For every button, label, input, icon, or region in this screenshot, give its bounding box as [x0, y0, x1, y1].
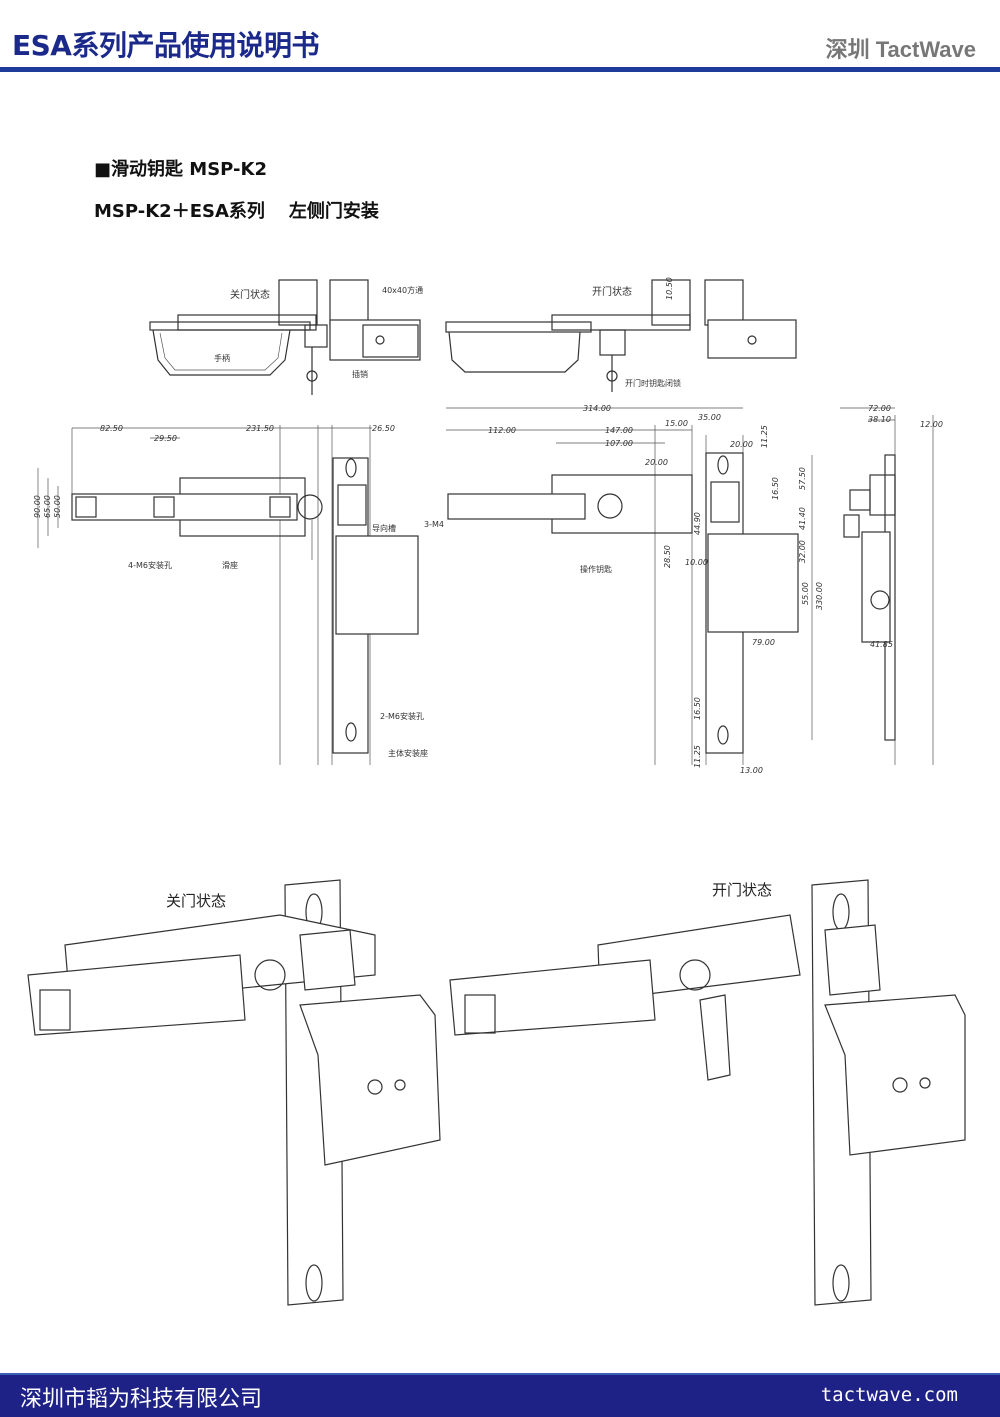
- svg-text:231.50: 231.50: [246, 424, 274, 433]
- handle-label: 手柄: [214, 353, 230, 363]
- svg-text:16.50: 16.50: [693, 697, 702, 720]
- svg-text:滑座: 滑座: [222, 560, 238, 570]
- svg-text:主体安装座: 主体安装座: [388, 748, 428, 758]
- svg-text:29.50: 29.50: [154, 434, 177, 443]
- svg-text:57.50: 57.50: [798, 467, 807, 490]
- svg-text:20.00: 20.00: [730, 440, 753, 449]
- svg-text:35.00: 35.00: [698, 413, 721, 422]
- section-heading: MSP-K2＋ESA系列左侧门安装: [94, 201, 379, 222]
- key-lock-label: 开门时钥匙闭锁: [625, 378, 681, 388]
- svg-text:72.00: 72.00: [868, 404, 891, 413]
- section-subtitle: ■滑动钥匙 MSP-K2: [94, 159, 267, 180]
- brand-name: 深圳 TactWave: [825, 37, 976, 62]
- svg-text:11.25: 11.25: [693, 745, 702, 768]
- pin-label: 插销: [352, 369, 368, 379]
- svg-text:107.00: 107.00: [605, 439, 633, 448]
- svg-text:32.00: 32.00: [798, 540, 807, 563]
- header-divider: [0, 67, 1000, 72]
- svg-text:55.00: 55.00: [801, 582, 810, 605]
- svg-text:20.00: 20.00: [645, 458, 668, 467]
- svg-text:16.50: 16.50: [771, 477, 780, 500]
- svg-text:82.50: 82.50: [100, 424, 123, 433]
- iso-closed-label: 关门状态: [166, 892, 226, 910]
- iso-view-open: 开门状态: [449, 879, 966, 1306]
- svg-text:10.00: 10.00: [685, 558, 708, 567]
- bullet-icon: ■: [94, 159, 112, 180]
- svg-text:导向槽: 导向槽: [372, 523, 396, 533]
- side-view: 72.00 38.10 12.00 41.85: [840, 404, 943, 765]
- svg-text:147.00: 147.00: [605, 426, 633, 435]
- document-title: ESA系列产品使用说明书: [12, 29, 319, 62]
- svg-text:38.10: 38.10: [868, 415, 891, 424]
- svg-text:44.90: 44.90: [693, 512, 702, 535]
- svg-text:13.00: 13.00: [740, 766, 763, 775]
- top-view-open: 开门状态 10.50 开门时钥匙闭锁: [445, 277, 797, 392]
- footer-bar: 深圳市韬为科技有限公司 tactwave.com: [0, 1373, 1000, 1417]
- svg-text:90.00: 90.00: [33, 495, 42, 518]
- svg-text:65.00: 65.00: [43, 495, 52, 518]
- iso-open-label: 开门状态: [712, 881, 772, 899]
- company-name: 深圳市韬为科技有限公司: [20, 1387, 263, 1412]
- svg-text:26.50: 26.50: [372, 424, 395, 433]
- svg-text:3-M4: 3-M4: [424, 520, 444, 529]
- website-link[interactable]: tactwave.com: [820, 1384, 958, 1406]
- svg-text:10.50: 10.50: [665, 277, 674, 300]
- svg-text:28.50: 28.50: [663, 545, 672, 568]
- top-view-closed: 关门状态 40x40方通 手柄 插销: [149, 279, 423, 395]
- svg-text:2-M6安装孔: 2-M6安装孔: [380, 711, 424, 721]
- svg-text:15.00: 15.00: [665, 419, 688, 428]
- tube-label: 40x40方通: [382, 285, 423, 295]
- svg-text:314.00: 314.00: [583, 404, 611, 413]
- svg-text:79.00: 79.00: [752, 638, 775, 647]
- closed-state-label: 关门状态: [230, 288, 270, 301]
- front-view-left: 82.50 231.50 29.50 26.50 90.00 65.00 50.…: [33, 424, 444, 765]
- svg-text:112.00: 112.00: [488, 426, 516, 435]
- svg-text:12.00: 12.00: [920, 420, 943, 429]
- svg-text:41.40: 41.40: [798, 507, 807, 530]
- svg-text:4-M6安装孔: 4-M6安装孔: [128, 560, 172, 570]
- svg-text:41.85: 41.85: [870, 640, 893, 649]
- open-state-label: 开门状态: [592, 285, 632, 298]
- svg-text:330.00: 330.00: [815, 582, 824, 610]
- svg-text:操作钥匙: 操作钥匙: [580, 564, 612, 574]
- svg-text:50.00: 50.00: [53, 495, 62, 518]
- svg-text:11.25: 11.25: [760, 425, 769, 448]
- iso-view-closed: 关门状态: [27, 879, 441, 1306]
- front-view-right: 314.00 112.00 147.00 107.00 15.00 35.00 …: [446, 404, 824, 775]
